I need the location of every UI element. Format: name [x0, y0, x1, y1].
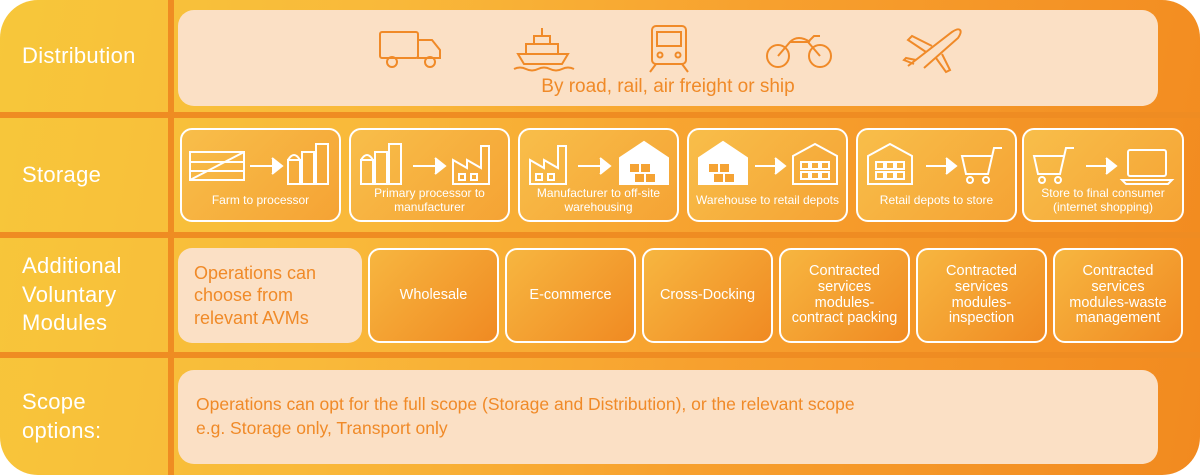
arrow-icon	[578, 157, 612, 175]
avm-module-ecommerce: E-commerce	[505, 248, 636, 343]
row-label-distribution: Distribution	[22, 42, 136, 68]
storage-step-manufacturer-to-warehousing: Manufacturer to off-site warehousing	[518, 128, 679, 222]
arrow-icon	[1086, 157, 1118, 175]
row-label-storage: Storage	[22, 161, 102, 187]
shopping-cart-icon	[1032, 147, 1074, 184]
processing-plant-icon	[360, 143, 402, 185]
motorcycle-icon	[764, 22, 834, 74]
storage-step-label: Manufacturer to off-site warehousing	[536, 185, 661, 214]
storage-step-depots-to-store: Retail depots to store	[856, 128, 1017, 222]
row-divider	[0, 232, 1200, 238]
storage-step-processor-to-manufacturer: Primary processor to manufacturer	[349, 128, 510, 222]
row-divider	[0, 352, 1200, 358]
arrow-icon	[413, 157, 447, 175]
arrow-icon	[250, 157, 284, 175]
shopping-cart-icon	[960, 147, 1002, 184]
airplane-icon	[898, 22, 968, 74]
ship-icon	[508, 22, 578, 74]
train-icon	[634, 22, 704, 74]
factory-icon	[529, 145, 567, 185]
scope-text-line2: e.g. Storage only, Transport only	[196, 418, 448, 438]
storage-step-label: Farm to processor	[211, 192, 310, 207]
storage-step-farm-to-processor: Farm to processor	[180, 128, 341, 222]
scope-panel: Operations can opt for the full scope (S…	[178, 370, 1158, 464]
avm-module-cross-docking: Cross-Docking	[642, 248, 773, 343]
distribution-panel: By road, rail, air freight or ship	[178, 10, 1158, 106]
storage-step-label: Warehouse to retail depots	[696, 192, 839, 207]
storage-step-warehouse-to-depots: Warehouse to retail depots	[687, 128, 848, 222]
row-label-avm: Additional Voluntary Modules	[22, 253, 122, 336]
laptop-icon	[1119, 149, 1175, 185]
column-divider	[168, 0, 174, 475]
arrow-icon	[926, 157, 958, 175]
avm-module-waste-management: Contracted services modules-waste manage…	[1053, 248, 1183, 343]
avm-module-inspection: Contracted services modules-inspection	[916, 248, 1047, 343]
warehouse-icon	[698, 140, 748, 185]
storage-step-label: Store to final consumer (internet shoppi…	[1041, 185, 1165, 214]
distribution-modes-text: By road, rail, air freight or ship	[541, 76, 795, 97]
processing-plant-icon	[287, 143, 329, 185]
warehouse-icon	[619, 140, 669, 185]
arrow-icon	[755, 157, 787, 175]
retail-depot-icon	[867, 142, 913, 185]
storage-step-label: Primary processor to manufacturer	[374, 185, 485, 214]
farm-field-icon	[189, 151, 245, 181]
scope-text-line1: Operations can opt for the full scope (S…	[196, 394, 855, 415]
storage-step-label: Retail depots to store	[879, 192, 994, 207]
avm-module-wholesale: Wholesale	[368, 248, 499, 343]
factory-icon	[452, 145, 490, 185]
storage-step-store-to-consumer: Store to final consumer (internet shoppi…	[1022, 128, 1184, 222]
row-divider	[0, 112, 1200, 118]
avm-module-contract-packing: Contracted services modules-contract pac…	[779, 248, 910, 343]
truck-icon	[376, 22, 446, 74]
row-label-scope: Scope options:	[22, 388, 102, 443]
retail-depot-icon	[792, 142, 838, 185]
avm-lead-text: Operations can choose from relevant AVMs	[178, 248, 362, 343]
